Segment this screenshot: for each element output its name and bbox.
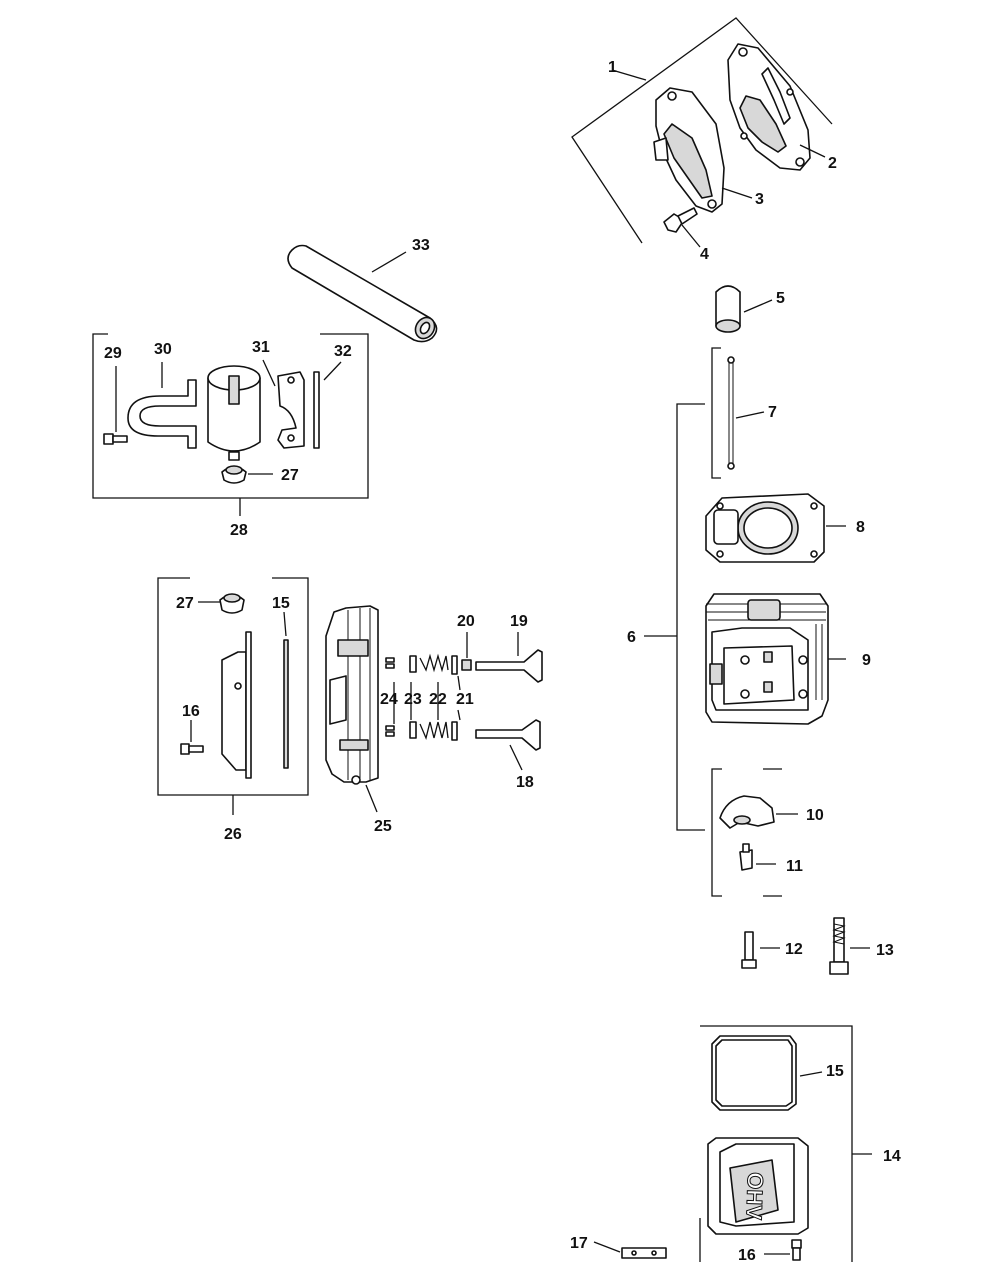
- part-14-cover-shape: OHV: [707, 1137, 809, 1235]
- label-22: 22: [429, 691, 447, 708]
- part-29-screw-shape: [103, 433, 128, 445]
- label-14: 14: [883, 1148, 901, 1165]
- label-12: 12: [785, 941, 803, 958]
- label-15: 15: [826, 1063, 844, 1080]
- label-30: 30: [154, 341, 172, 358]
- cover-ohv-text: OHV: [741, 1172, 768, 1221]
- part-15-gasket-shape: [711, 1035, 797, 1111]
- part-9-cylinder-head-shape: [705, 593, 829, 725]
- part-25-head-side-shape: [325, 605, 379, 785]
- label-10: 10: [806, 807, 824, 824]
- part-3-breather-cover-shape: [653, 87, 725, 213]
- label-24: 24: [380, 691, 398, 708]
- group-1-cover-assembly: [571, 17, 833, 248]
- part-12-bolt-shape: [741, 931, 757, 969]
- label-27: 27: [281, 467, 299, 484]
- label-4: 4: [700, 246, 709, 263]
- part-33-tube-shape: [287, 244, 438, 343]
- label-6: 6: [627, 629, 636, 646]
- label-11: 11: [786, 858, 803, 875]
- part-16-screw-shape-2: [791, 1239, 802, 1261]
- label-16-secondary: 16: [182, 703, 200, 720]
- label-33: 33: [412, 237, 430, 254]
- label-3: 3: [755, 191, 764, 208]
- label-18: 18: [516, 774, 534, 791]
- label-19: 19: [510, 613, 528, 630]
- valve-train-parts-shape: [385, 649, 543, 751]
- part-4-screw-shape: [663, 207, 698, 233]
- label-7: 7: [768, 404, 777, 421]
- part-5-tappet-shape: [715, 285, 741, 333]
- part-32-clip-shape: [277, 371, 320, 449]
- group-14-bracket: OHV: [699, 1025, 872, 1262]
- label-21: 21: [456, 691, 474, 708]
- part-10-rocker-arm-shape: [719, 795, 775, 829]
- label-32: 32: [334, 343, 352, 360]
- label-5: 5: [776, 290, 785, 307]
- label-9: 9: [862, 652, 871, 669]
- label-2: 2: [828, 155, 837, 172]
- label-31: 31: [252, 339, 270, 356]
- label-26: 26: [224, 826, 242, 843]
- part-11-pivot-shape: [739, 843, 753, 871]
- label-8: 8: [856, 519, 865, 536]
- label-17: 17: [570, 1235, 588, 1252]
- label-16: 16: [738, 1247, 756, 1262]
- label-29: 29: [104, 345, 122, 362]
- part-31-canister-shape: [207, 365, 261, 461]
- part-27-grommet-shape: [221, 465, 247, 484]
- part-27-grommet-shape-2: [219, 593, 245, 614]
- part-2-gasket-shape: [727, 43, 811, 171]
- group-28-box: [92, 333, 369, 516]
- label-1: 1: [608, 59, 617, 76]
- callout-labels: 1 2 3 4 5 6 7 8 9 10 11 12 13 14 15 16 1…: [104, 59, 901, 1262]
- label-20: 20: [457, 613, 475, 630]
- part-30-bracket-shape: [127, 379, 197, 449]
- group-6-bracket: [644, 347, 846, 897]
- label-15-secondary: 15: [272, 595, 290, 612]
- label-25: 25: [374, 818, 392, 835]
- rocker-cover-plate-shape: [221, 631, 252, 779]
- label-27-secondary: 27: [176, 595, 194, 612]
- label-23: 23: [404, 691, 422, 708]
- part-13-bolt-shape: [829, 917, 849, 975]
- part-16-screw-shape: [180, 743, 204, 755]
- label-28: 28: [230, 522, 248, 539]
- group-26-box: [157, 577, 309, 815]
- part-17-bracket-shape: [621, 1247, 667, 1259]
- label-13: 13: [876, 942, 894, 959]
- part-8-head-gasket-shape: [705, 493, 825, 563]
